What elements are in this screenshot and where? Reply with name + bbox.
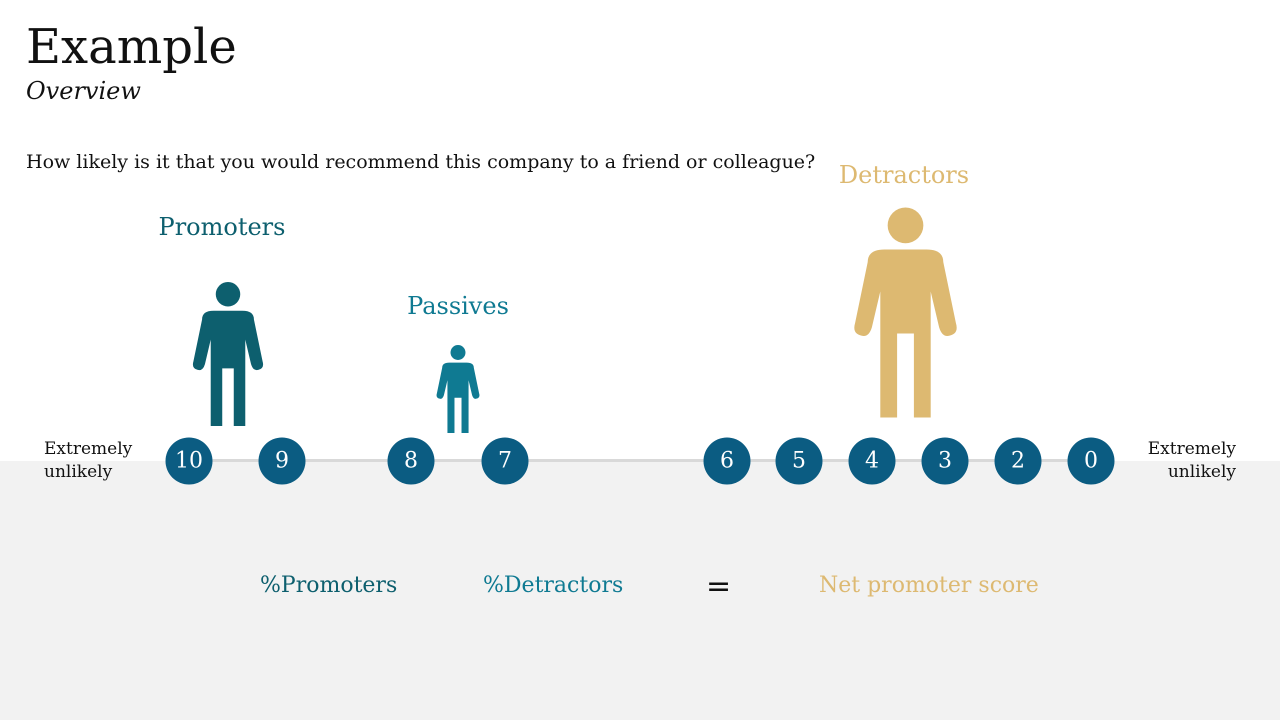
page-title: Example xyxy=(26,19,237,75)
scale-point-10: 10 xyxy=(165,437,213,485)
survey-question: How likely is it that you would recommen… xyxy=(26,151,816,173)
scale-line xyxy=(170,459,1105,462)
formula-detractors-term: %Detractors xyxy=(483,573,624,598)
scale-point-4: 4 xyxy=(848,437,896,485)
detractor-person-icon xyxy=(854,207,957,418)
scale-point-9: 9 xyxy=(258,437,306,485)
scale-point-2: 2 xyxy=(994,437,1042,485)
scale-point-0: 0 xyxy=(1067,437,1115,485)
formula-result-term: Net promoter score xyxy=(819,573,1039,598)
formula-promoters-term: %Promoters xyxy=(260,573,398,598)
scale-right-end-label: Extremely unlikely xyxy=(1147,439,1236,482)
scale-point-7: 7 xyxy=(481,437,529,485)
promoters-label: Promoters xyxy=(158,213,286,241)
scale-point-5: 5 xyxy=(775,437,823,485)
scale-point-8: 8 xyxy=(387,437,435,485)
passives-label: Passives xyxy=(407,292,509,320)
bottom-band xyxy=(0,461,1280,720)
scale-point-6: 6 xyxy=(703,437,751,485)
formula-equals-sign: = xyxy=(706,569,732,604)
scale-left-end-label: Extremely unlikely xyxy=(44,439,133,482)
detractors-label: Detractors xyxy=(838,161,970,189)
promoter-person-icon xyxy=(192,282,264,426)
passive-person-icon xyxy=(436,345,480,433)
scale-point-3: 3 xyxy=(921,437,969,485)
page-subtitle: Overview xyxy=(26,77,141,105)
